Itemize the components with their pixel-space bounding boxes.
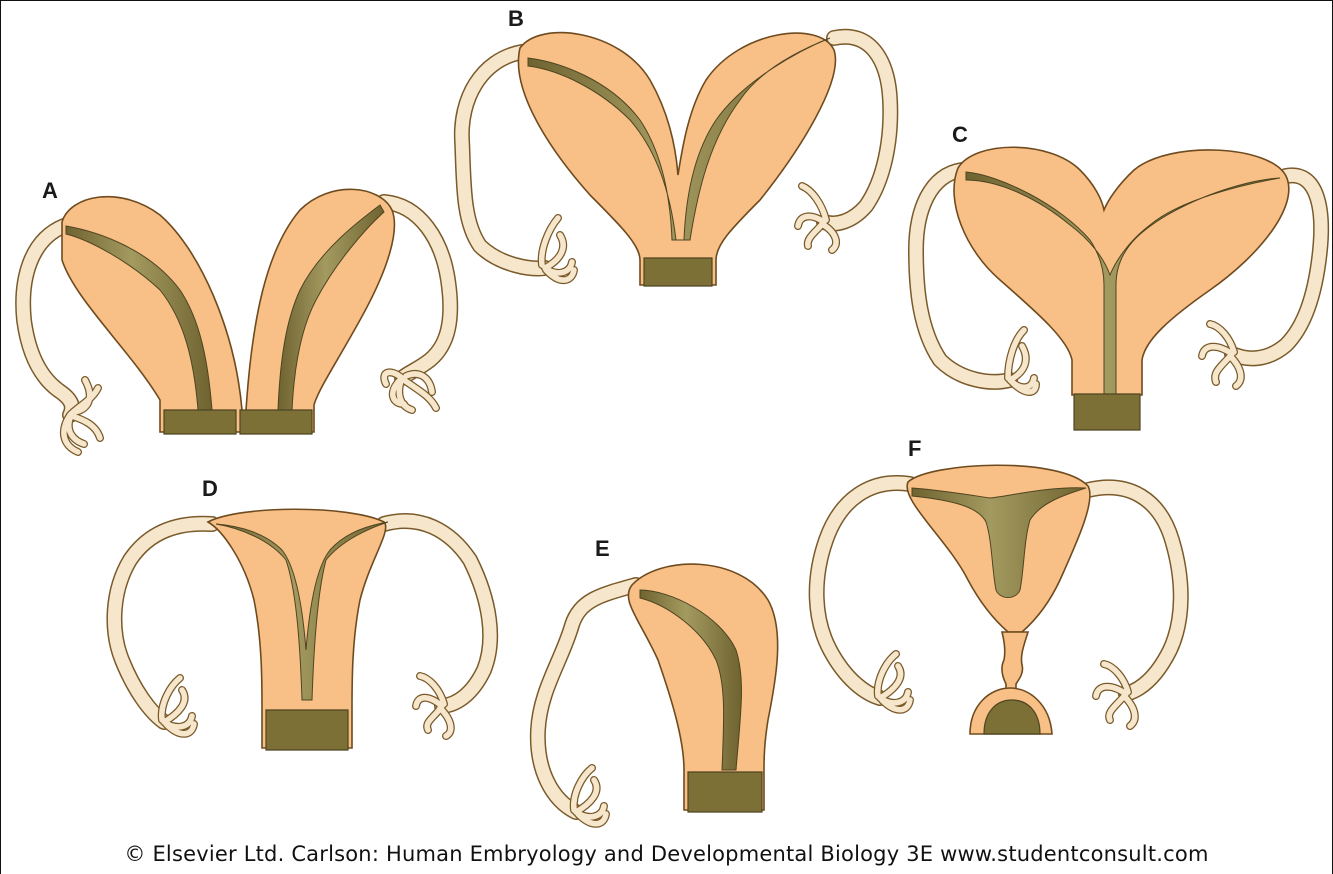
panel-a-didelphys-uterus: A (23, 178, 450, 452)
panel-e-unicornuate-uterus: E (538, 536, 778, 824)
panel-e-tube (538, 585, 636, 824)
panel-f-right-tube (1088, 487, 1181, 726)
panel-d-left-tube (114, 524, 212, 734)
panel-d-label: D (202, 476, 218, 501)
copyright-caption: © Elsevier Ltd. Carlson: Human Embryolog… (0, 842, 1333, 866)
panel-d-incomplete-septum-uterus: D (114, 476, 490, 750)
panel-a-right-uterus (246, 189, 394, 432)
panel-f-cervical-atresia-uterus: F (817, 436, 1181, 734)
panel-a-label: A (42, 178, 58, 203)
panel-a-right-cervix (240, 410, 312, 434)
panel-c-cervix (1074, 394, 1140, 430)
panel-b-cervix (644, 258, 712, 286)
panel-c-septate-uterus: C (916, 122, 1321, 430)
panel-f-cervical-stalk (1002, 632, 1028, 690)
panel-b-label: B (508, 6, 524, 31)
panel-e-cervix (688, 772, 762, 812)
panel-e-label: E (595, 536, 610, 561)
panel-b-bicornuate-uterus: B (462, 6, 890, 286)
panel-c-label: C (952, 122, 968, 147)
panel-d-cervix (266, 710, 348, 750)
panel-a-left-cervix (164, 410, 236, 434)
panel-f-left-tube (817, 483, 910, 710)
panel-d-right-tube (384, 521, 490, 736)
panel-f-label: F (908, 436, 921, 461)
